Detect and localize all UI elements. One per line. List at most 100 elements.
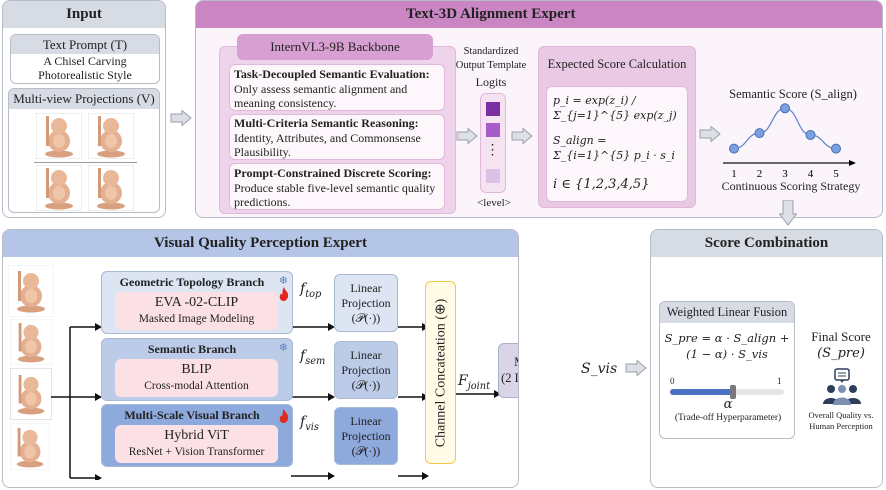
view-image bbox=[8, 265, 54, 317]
input-panel: Input Text Prompt (T) A Chisel Carving P… bbox=[2, 0, 166, 218]
feature-label: fsem bbox=[300, 348, 326, 367]
slider-caption: (Trade-off Hyperparameter) bbox=[674, 413, 782, 423]
branch-description: Masked Image Modeling bbox=[138, 313, 255, 325]
item-body: Identity, Attributes, and Commonsense Pl… bbox=[234, 130, 421, 160]
flow-arrow-icon bbox=[511, 128, 533, 144]
logits-label: Logits bbox=[475, 75, 507, 89]
score-point bbox=[729, 143, 739, 154]
score-caption: Continuous Scoring Strategy bbox=[721, 179, 861, 193]
item-heading: Task-Decoupled Semantic Evaluation: bbox=[234, 67, 430, 81]
branch-box: Multi-Scale Visual Branch Hybrid ViT ResN… bbox=[101, 404, 293, 467]
backbone-title: InternVL3-9B Backbone bbox=[237, 34, 433, 60]
logit-square bbox=[486, 169, 500, 183]
template-line-1: Standardized bbox=[463, 46, 519, 57]
alpha-label: α bbox=[723, 397, 733, 412]
backbone-item: Multi-Criteria Semantic Reasoning:Identi… bbox=[229, 114, 445, 160]
template-line-2: Output Template bbox=[455, 60, 527, 71]
text-prompt-box: Text Prompt (T) A Chisel Carving Photore… bbox=[10, 34, 160, 84]
branch-box: Geometric Topology Branch EVA -02-CLIP Ma… bbox=[101, 271, 293, 334]
snowflake-icon: ❄ bbox=[278, 342, 288, 354]
visual-score-output: S_vis bbox=[581, 361, 618, 377]
visual-panel: Visual Quality Perception Expert Geometr… bbox=[2, 229, 519, 488]
score-point bbox=[754, 128, 765, 139]
alignment-title: Text-3D Alignment Expert bbox=[196, 1, 882, 28]
audience-icon bbox=[823, 368, 861, 405]
flame-icon bbox=[279, 287, 289, 301]
visual-title: Visual Quality Perception Expert bbox=[3, 230, 518, 257]
expected-score-title: Expected Score Calculation bbox=[547, 57, 687, 71]
branch-model-box: BLIP Cross-modal Attention bbox=[115, 359, 278, 397]
branch-model: EVA -02-CLIP bbox=[154, 295, 239, 310]
flow-arrow-icon bbox=[625, 360, 647, 376]
snowflake-icon: ❄ bbox=[278, 275, 288, 287]
final-caption-line-2: Human Perception bbox=[809, 421, 873, 431]
slider-fill bbox=[670, 389, 733, 395]
slider-max: 1 bbox=[777, 376, 782, 386]
mlp-layers: (2 Layers) bbox=[501, 371, 518, 385]
combination-panel: Score Combination Weighted Linear Fusion… bbox=[650, 229, 883, 488]
fusion-formula-line-1: S_pre = α · S_align + bbox=[664, 331, 790, 345]
score-point bbox=[780, 103, 790, 114]
projection-image-rear bbox=[88, 165, 134, 211]
projection-image-side bbox=[88, 113, 134, 159]
flow-arrow-icon bbox=[170, 110, 192, 126]
backbone-item: Prompt-Constrained Discrete Scoring:Prod… bbox=[229, 163, 445, 210]
branch-title: Geometric Topology Branch bbox=[119, 275, 265, 289]
projection-symbol: (𝒫(·)) bbox=[351, 311, 381, 325]
score-tick: 5 bbox=[833, 168, 839, 180]
projection-image-back bbox=[36, 165, 82, 211]
expected-score-box: Expected Score Calculation p_i = exp(z_i… bbox=[538, 46, 696, 208]
formula-panel: p_i = exp(z_i) / Σ_{j=1}^{5} exp(z_j) S_… bbox=[546, 86, 688, 202]
ellipsis: ⋮ bbox=[485, 143, 500, 158]
final-score: Final Score(S_pre) bbox=[799, 328, 882, 362]
projection-image-front bbox=[36, 113, 82, 159]
logit-square bbox=[486, 123, 500, 137]
item-heading: Multi-Criteria Semantic Reasoning: bbox=[234, 116, 419, 130]
alpha-slider[interactable] bbox=[670, 385, 784, 399]
concat-label: Channel Concateation (⊕) bbox=[433, 298, 448, 447]
logit-square bbox=[486, 102, 500, 116]
branch-description: Cross-modal Attention bbox=[144, 380, 249, 392]
branch-model-box: EVA -02-CLIP Masked Image Modeling bbox=[115, 292, 278, 330]
combination-title: Score Combination bbox=[651, 230, 882, 257]
view-image bbox=[10, 368, 52, 420]
branch-description: ResNet + Vision Transformer bbox=[128, 446, 265, 458]
item-heading: Prompt-Constrained Discrete Scoring: bbox=[234, 166, 432, 180]
branch-model-box: Hybrid ViT ResNet + Vision Transformer bbox=[115, 425, 278, 463]
projection-symbol: (𝒫(·)) bbox=[351, 444, 381, 458]
projection-label: Projection bbox=[341, 429, 391, 443]
flame-icon bbox=[279, 409, 289, 423]
flow-arrow-icon bbox=[699, 126, 721, 142]
score-tick: 1 bbox=[731, 168, 737, 180]
view-image bbox=[10, 319, 52, 365]
flow-arrow-icon bbox=[456, 128, 478, 144]
fusion-formula-line-2: (1 − α) · S_vis bbox=[686, 347, 768, 361]
slider-min: 0 bbox=[670, 376, 675, 386]
axis-arrowhead bbox=[849, 160, 856, 166]
slider-thumb[interactable] bbox=[729, 385, 736, 399]
feature-label: ftop bbox=[300, 281, 322, 300]
channel-concatenation: Channel Concateation (⊕) bbox=[425, 281, 456, 464]
divider bbox=[34, 162, 137, 163]
score-tick: 2 bbox=[757, 168, 763, 180]
semantic-score-title: Semantic Score (S_align) bbox=[729, 87, 857, 101]
feature-label: fvis bbox=[300, 414, 319, 433]
branch-model: BLIP bbox=[181, 362, 212, 377]
prompt-line-1: A Chisel Carving bbox=[43, 54, 127, 68]
projection-symbol: (𝒫(·)) bbox=[351, 378, 381, 392]
branch-model: Hybrid ViT bbox=[164, 428, 229, 443]
item-body: Only assess semantic alignment and meani… bbox=[234, 81, 408, 111]
branch-title: Multi-Scale Visual Branch bbox=[124, 408, 260, 422]
projection-label: Linear bbox=[350, 281, 382, 295]
final-score-symbol: (S_pre) bbox=[817, 346, 865, 361]
projection-label: Projection bbox=[341, 296, 391, 310]
probability-formula: p_i = exp(z_i) / Σ_{j=1}^{5} exp(z_j) bbox=[553, 94, 677, 122]
alignment-panel: Text-3D Alignment Expert InternVL3-9B Ba… bbox=[195, 0, 883, 218]
backbone-item: Task-Decoupled Semantic Evaluation:Only … bbox=[229, 64, 445, 111]
score-point bbox=[805, 129, 816, 140]
mlp-box: MLP(2 Layers) bbox=[498, 343, 518, 398]
projection-label: Projection bbox=[341, 363, 391, 377]
